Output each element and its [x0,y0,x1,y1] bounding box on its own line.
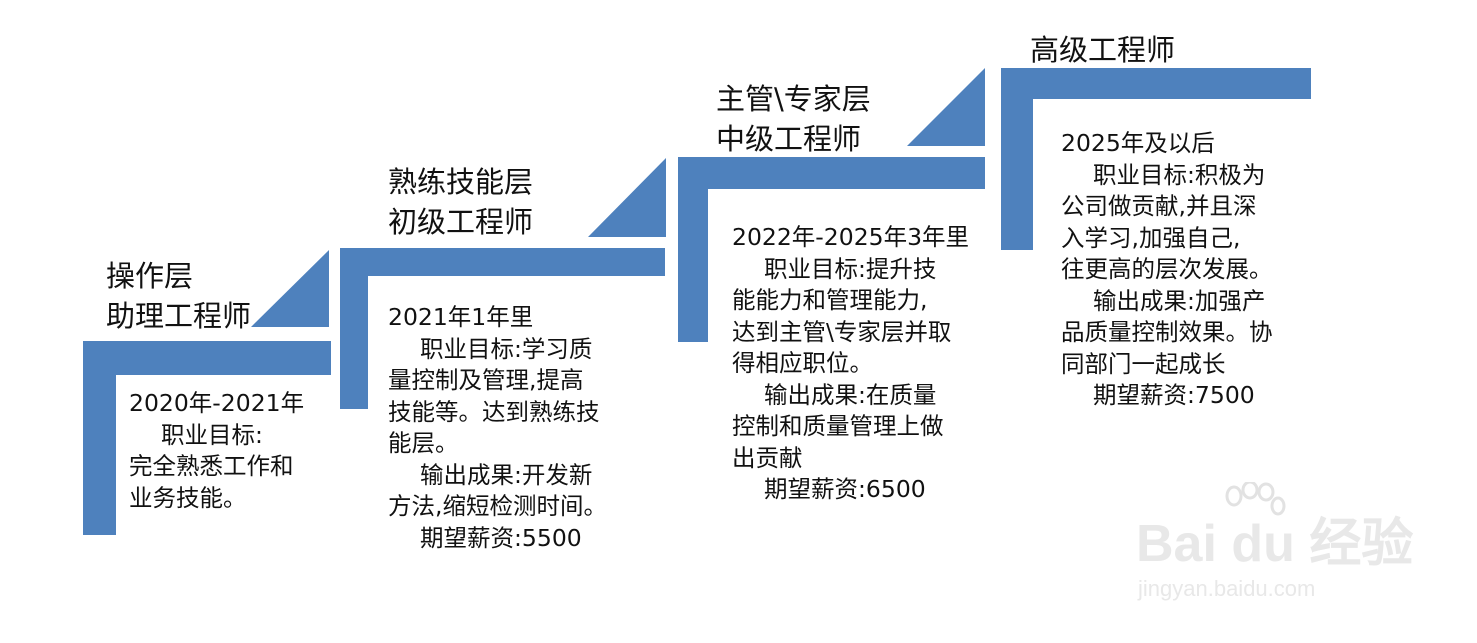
step-4-title-line-1: 高级工程师 [1030,33,1176,67]
step-3-description: 2022年-2025年3年里 职业目标:提升技 能能力和管理能力, 达到主管\专… [732,222,969,506]
step-2-title: 熟练技能层 初级工程师 [388,162,533,242]
step-1-goal-line-1: 完全熟悉工作和 [129,452,294,480]
step-2-title-line-1: 熟练技能层 [388,165,534,199]
step-4-output-line-1: 输出成果:加强产 [1093,286,1266,315]
step-1-triangle [251,250,329,327]
step-3-triangle [907,68,985,146]
step-3-goal-line-2: 能能力和管理能力, [732,286,928,314]
step-1-period: 2020年-2021年 [129,389,305,417]
watermark-logo: Bai du 经验 [1136,515,1414,573]
step-2-description: 2021年1年里 职业目标:学习质 量控制及管理,提高 技能等。达到熟练技 能层… [388,302,607,554]
step-1-description: 2020年-2021年 职业目标: 完全熟悉工作和 业务技能。 [129,388,304,514]
step-2-triangle [588,158,666,237]
step-3-goal-line-1: 职业目标:提升技 [764,254,937,283]
step-4-goal-line-1: 职业目标:积极为 [1093,160,1266,189]
step-3-period: 2022年-2025年3年里 [732,223,970,251]
step-2-output-line-2: 方法,缩短检测时间。 [388,492,607,520]
step-4-period: 2025年及以后 [1061,129,1215,157]
step-3-title: 主管\专家层 中级工程师 [716,79,871,159]
step-1-bracket [83,341,331,535]
step-1-goal-line-2: 业务技能。 [129,483,247,512]
step-3-goal-line-4: 得相应职位。 [732,349,873,377]
step-4-output-line-2: 品质量控制效果。协 [1061,318,1273,346]
step-4-goal-line-3: 入学习,加强自己, [1061,223,1241,252]
step-3-title-line-1: 主管\专家层 [716,82,871,116]
step-4-goal-line-2: 公司做贡献,并且深 [1061,192,1257,220]
paw-icon [1225,482,1286,516]
step-2-salary: 期望薪资:5500 [420,523,582,552]
step-3-output-line-2: 控制和质量管理上做 [732,412,944,440]
step-2-goal-line-3: 技能等。达到熟练技 [388,397,600,426]
step-4-bracket [1001,68,1311,250]
step-4-salary: 期望薪资:7500 [1093,381,1255,409]
step-1-goal-label: 职业目标: [161,420,263,449]
step-3-output-line-1: 输出成果:在质量 [764,380,937,409]
step-2-title-line-2: 初级工程师 [388,205,534,239]
step-3-goal-line-3: 达到主管\专家层并取 [732,317,952,346]
step-1-title-line-2: 助理工程师 [106,299,252,333]
step-4-goal-line-4: 往更高的层次发展。 [1061,255,1273,283]
baidu-jingyan-watermark: Bai du 经验 jingyan.baidu.com [1136,482,1413,622]
step-4-output-line-3: 同部门一起成长 [1061,349,1226,378]
step-2-bracket [340,248,665,409]
step-2-goal-line-2: 量控制及管理,提高 [388,366,584,394]
step-4-title: 高级工程师 [1030,30,1175,70]
step-2-goal-line-4: 能层。 [388,429,459,457]
step-3-output-line-3: 出贡献 [732,443,803,472]
watermark-url: jingyan.baidu.com [1138,576,1316,601]
step-3-title-line-2: 中级工程师 [716,122,862,156]
step-4-description: 2025年及以后 职业目标:积极为 公司做贡献,并且深 入学习,加强自己, 往更… [1061,128,1273,412]
step-1-title: 操作层 助理工程师 [106,256,251,336]
step-3-bracket [678,157,985,342]
step-2-goal-line-1: 职业目标:学习质 [420,334,593,363]
step-3-salary: 期望薪资:6500 [764,475,926,503]
step-2-output-line-1: 输出成果:开发新 [420,460,593,489]
step-1-title-line-1: 操作层 [106,259,194,293]
step-2-period: 2021年1年里 [388,303,534,331]
